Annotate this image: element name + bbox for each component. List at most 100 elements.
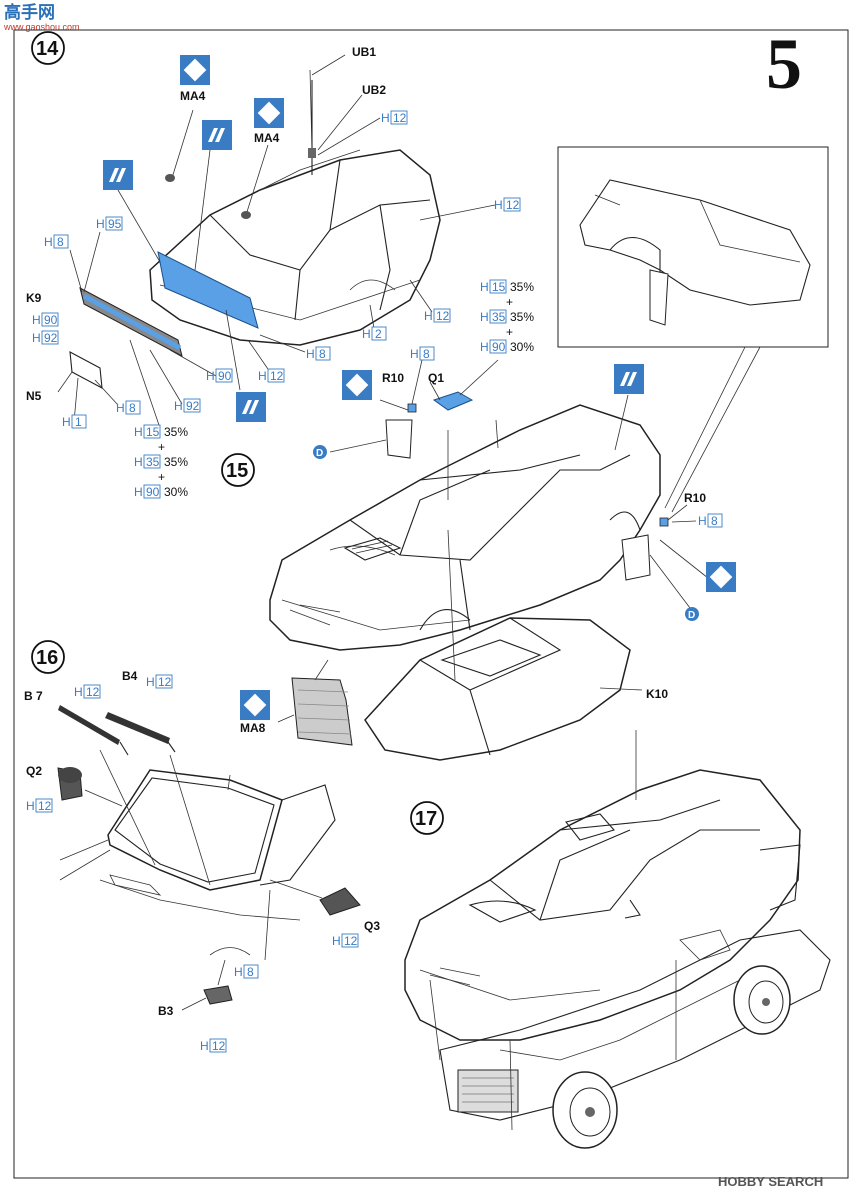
decal-diamond-icon [180,55,210,85]
svg-text:H: H [480,280,489,294]
marker-d: D [313,445,327,459]
leaders-15 [277,359,709,723]
antenna-and-wipers [165,80,316,219]
svg-text:8: 8 [129,401,136,415]
decal-diamond-icon [342,370,372,400]
svg-text:H: H [480,310,489,324]
windshield-illustration [59,769,336,961]
chassis-floor [439,929,831,1121]
wheel-rear [733,965,791,1035]
part-q1: Q1 [428,371,444,385]
svg-text:12: 12 [344,934,358,948]
svg-text:90: 90 [218,369,232,383]
svg-text:H: H [332,934,341,948]
svg-text:H: H [306,347,315,361]
svg-text:30%: 30% [510,340,534,354]
roof-vent-q1 [432,391,474,411]
rear-panel-decal [157,251,259,329]
svg-text:H: H [206,369,215,383]
watermark-logo: 高手网 www.gaoshou.com [3,2,80,32]
part-n5: N5 [26,389,42,403]
svg-text:12: 12 [158,675,172,689]
svg-text:+: + [506,325,513,339]
decal-diamond-icon [240,690,270,720]
svg-text:12: 12 [38,799,52,813]
svg-text:15: 15 [492,280,506,294]
part-b3: B3 [158,1004,174,1018]
step-14: 14 [31,31,65,65]
svg-text:H: H [134,485,143,499]
svg-text:H: H [74,685,83,699]
footer-brand: HOBBY SEARCH [718,1174,823,1189]
svg-text:H: H [258,369,267,383]
svg-text:15: 15 [146,425,160,439]
part-r10: R10 [382,371,404,385]
part-b4: B4 [122,669,138,683]
svg-text:35: 35 [146,455,160,469]
roll-cage-cover-k10 [364,617,631,761]
svg-text:35: 35 [492,310,506,324]
leaders-14 [57,54,496,429]
svg-text:+: + [506,295,513,309]
rear-bumper-k9 [79,287,183,357]
part-q2: Q2 [26,764,42,778]
svg-text:H: H [44,235,53,249]
part-k10: K10 [646,687,668,701]
watermark-site: 高手网 [4,2,55,22]
part-r10: R10 [684,491,706,505]
svg-text:H: H [116,401,125,415]
part-q3: Q3 [364,919,380,933]
marker-d: D [685,607,699,621]
svg-text:35%: 35% [510,280,534,294]
svg-text:+: + [158,470,165,484]
svg-text:12: 12 [86,685,100,699]
grille-mesh-ma8 [291,677,353,746]
svg-text:+: + [158,440,165,454]
part-b7: B 7 [24,689,43,703]
svg-text:92: 92 [44,331,58,345]
svg-text:90: 90 [492,340,506,354]
svg-text:35%: 35% [510,310,534,324]
part-ma4: MA4 [180,89,206,103]
svg-text:H: H [494,198,503,212]
part-ma4: MA4 [254,131,280,145]
inset-leaders [664,346,761,513]
svg-text:16: 16 [36,647,58,669]
svg-text:H: H [26,799,35,813]
decal-stripe-icon [236,392,266,422]
part-b3-shape [203,985,233,1005]
leaders-17 [429,730,677,1131]
svg-text:H: H [146,675,155,689]
svg-text:H: H [62,415,71,429]
svg-text:H: H [480,340,489,354]
step-15: 15 [221,453,255,487]
mudflap-left [385,403,417,459]
detail-inset [557,146,829,348]
svg-text:14: 14 [36,38,59,60]
car-final-assembly-illustration [404,769,801,1041]
svg-text:H: H [32,313,41,327]
step-17: 17 [410,801,444,835]
watermark-url: www.gaoshou.com [3,22,80,32]
svg-text:1: 1 [75,415,82,429]
svg-text:12: 12 [212,1039,226,1053]
part-ma8: MA8 [240,721,266,735]
svg-text:90: 90 [146,485,160,499]
svg-text:92: 92 [186,399,200,413]
svg-text:35%: 35% [164,425,188,439]
mirror-q3 [319,887,361,916]
step-16: 16 [31,640,65,674]
svg-text:H: H [134,425,143,439]
